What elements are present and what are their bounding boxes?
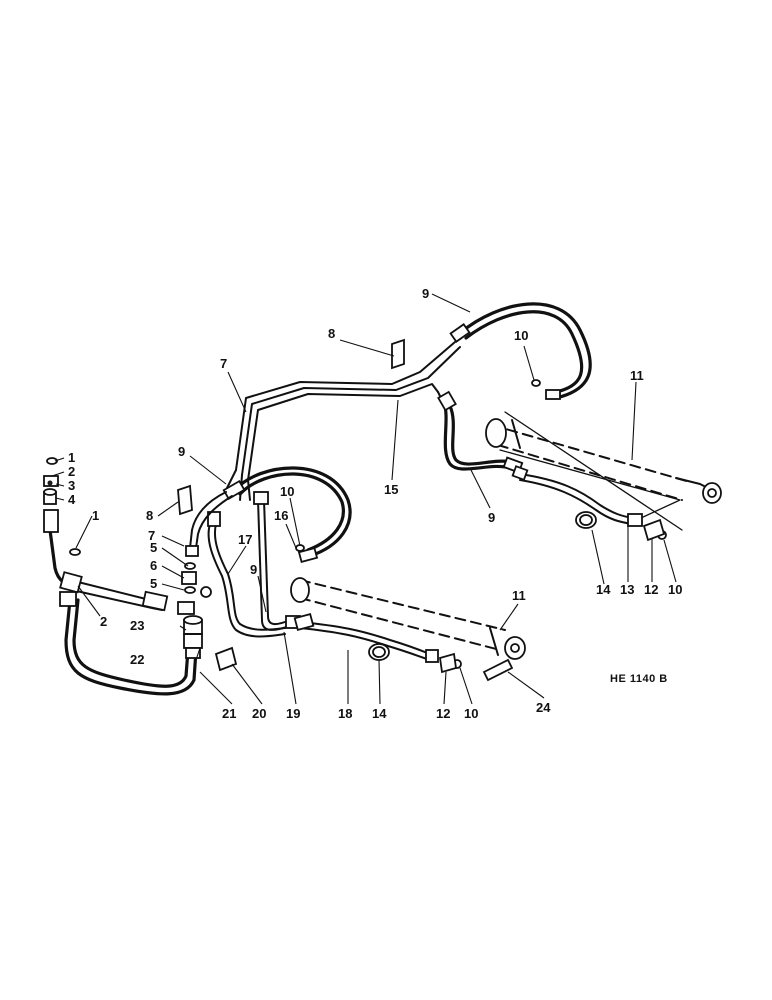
callout-6: 6 (150, 558, 157, 573)
callout-8-lower: 8 (146, 508, 153, 523)
tube-13 (511, 465, 643, 527)
left-hose-9 (222, 466, 352, 564)
tube-17 (207, 511, 286, 638)
callout-2-top: 2 (68, 464, 75, 479)
callout-12-bottom: 12 (436, 706, 450, 721)
callout-23: 23 (130, 618, 144, 633)
tube-7-lower (185, 491, 233, 557)
callout-13: 13 (620, 582, 634, 597)
callout-11-lower: 11 (512, 588, 526, 603)
callout-3: 3 (68, 478, 75, 493)
left-hose-assembly (43, 509, 198, 696)
callout-10-top: 10 (514, 328, 528, 343)
callout-labels: 1 2 3 4 1 2 5 6 5 7 7 8 8 9 9 9 9 10 10 … (68, 286, 682, 721)
bracket-8-lower (177, 484, 193, 516)
callout-5-lower: 5 (150, 576, 157, 591)
callout-14-bottom: 14 (372, 706, 387, 721)
callout-10-left: 10 (280, 484, 294, 499)
callout-4: 4 (68, 492, 76, 507)
callout-12-right: 12 (644, 582, 658, 597)
callout-1-top: 1 (68, 450, 75, 465)
callout-10-right: 10 (668, 582, 682, 597)
callout-14-right: 14 (596, 582, 611, 597)
callout-5-top: 5 (150, 540, 157, 555)
callout-16: 16 (274, 508, 288, 523)
callout-9-lower: 9 (250, 562, 257, 577)
upper-cylinder (485, 411, 722, 531)
callout-22: 22 (130, 652, 144, 667)
callout-24: 24 (536, 700, 551, 715)
bracket-8-upper (391, 338, 405, 370)
callout-17: 17 (238, 532, 252, 547)
clip-20 (214, 646, 238, 672)
callout-8-upper: 8 (328, 326, 335, 341)
callout-7-top: 7 (220, 356, 227, 371)
callout-2-lower: 2 (100, 614, 107, 629)
valve-stack (177, 562, 203, 659)
tube-18 (293, 613, 439, 663)
callout-11-upper: 11 (630, 368, 644, 383)
callout-15: 15 (384, 482, 398, 497)
callout-21: 21 (222, 706, 236, 721)
small-parts (200, 379, 667, 682)
lower-cylinder (290, 577, 526, 660)
callout-9-middle: 9 (488, 510, 495, 525)
figure-reference-code: HE 1140 B (610, 673, 668, 685)
callout-18: 18 (338, 706, 352, 721)
callout-9-left: 9 (178, 444, 185, 459)
callout-10-bottom: 10 (464, 706, 478, 721)
upper-return-hose (449, 302, 592, 400)
middle-hose (437, 390, 524, 474)
callout-20: 20 (252, 706, 266, 721)
callout-1-lower: 1 (92, 508, 99, 523)
callout-7-lower: 7 (148, 528, 155, 543)
callout-19: 19 (286, 706, 300, 721)
leader-lines (51, 293, 677, 705)
callout-9-top: 9 (422, 286, 429, 301)
steel-tube-bundle (225, 341, 461, 501)
